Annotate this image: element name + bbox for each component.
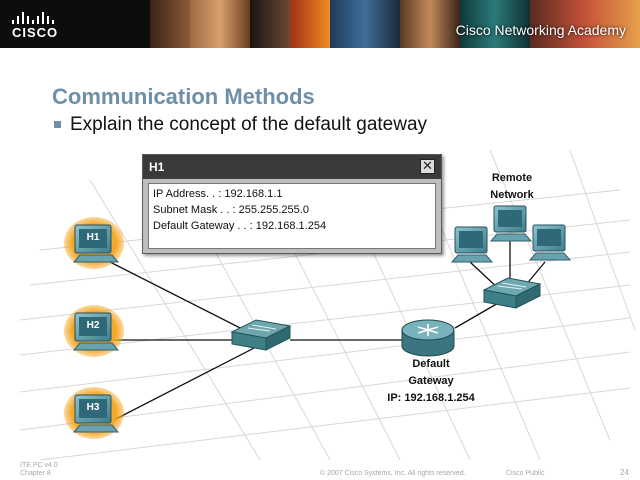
host-h1[interactable] <box>64 217 124 269</box>
footer-classification: Cisco Public <box>506 470 545 477</box>
remote-computer-icon[interactable] <box>489 205 533 242</box>
cisco-logo-icon <box>12 12 54 24</box>
gateway-label-line: Gateway <box>408 375 454 387</box>
banner-photo <box>250 0 290 48</box>
banner-photo <box>190 0 250 48</box>
remote-network-label-line: Remote <box>491 172 533 184</box>
footer-course: ITE PC v4.0 <box>20 462 58 469</box>
ip-address-line: IP Address. . : 192.168.1.1 <box>153 188 283 200</box>
banner-photo <box>150 0 190 48</box>
gateway-label-line: Default <box>412 358 450 370</box>
bullet-text: Explain the concept of the default gatew… <box>70 114 428 135</box>
header-banner: CISCO Cisco Networking Academy <box>0 0 640 48</box>
cisco-wordmark: CISCO <box>12 25 59 40</box>
remote-network-label-line: Network <box>490 189 534 201</box>
banner-photo <box>400 0 460 48</box>
close-icon[interactable]: ✕ <box>420 159 435 174</box>
host-label-h1: H1 <box>86 232 100 243</box>
default-gateway-line: Default Gateway . . : 192.168.1.254 <box>153 220 327 232</box>
default-gateway-router-icon[interactable] <box>401 319 455 357</box>
remote-computer-icon[interactable] <box>528 224 572 261</box>
info-window-title: H1 <box>143 155 441 179</box>
h1-info-window: H1 ✕ IP Address. . : 192.168.1.1 Subnet … <box>142 154 442 254</box>
info-window-content: IP Address. . : 192.168.1.1 Subnet Mask … <box>148 183 436 249</box>
host-label-h2: H2 <box>86 320 100 331</box>
banner-photo <box>330 0 400 48</box>
default-gateway-label: Default Gateway IP: 192.168.1.254 <box>376 356 486 407</box>
host-h2[interactable] <box>64 305 124 357</box>
footer-copyright: © 2007 Cisco Systems, Inc. All rights re… <box>320 470 466 477</box>
bullet-marker <box>54 121 61 128</box>
footer-page-number: 24 <box>620 468 629 477</box>
banner-photo <box>290 0 330 48</box>
banner-photo <box>530 0 640 48</box>
banner-photo <box>460 0 530 48</box>
remote-switch-icon[interactable] <box>482 277 542 309</box>
slide-title: Communication Methods <box>52 84 315 109</box>
network-diagram <box>19 149 636 460</box>
footer-chapter: Chapter 8 <box>20 470 51 477</box>
subnet-mask-line: Subnet Mask . . : 255.255.255.0 <box>153 204 309 216</box>
academy-title: Cisco Networking Academy <box>455 22 626 38</box>
gateway-ip-label: IP: 192.168.1.254 <box>387 392 475 404</box>
host-h3[interactable] <box>64 387 124 439</box>
host-label-h3: H3 <box>86 402 100 413</box>
local-switch-icon[interactable] <box>230 319 292 351</box>
remote-computer-icon[interactable] <box>450 226 494 263</box>
remote-network-label: Remote Network <box>482 170 542 204</box>
